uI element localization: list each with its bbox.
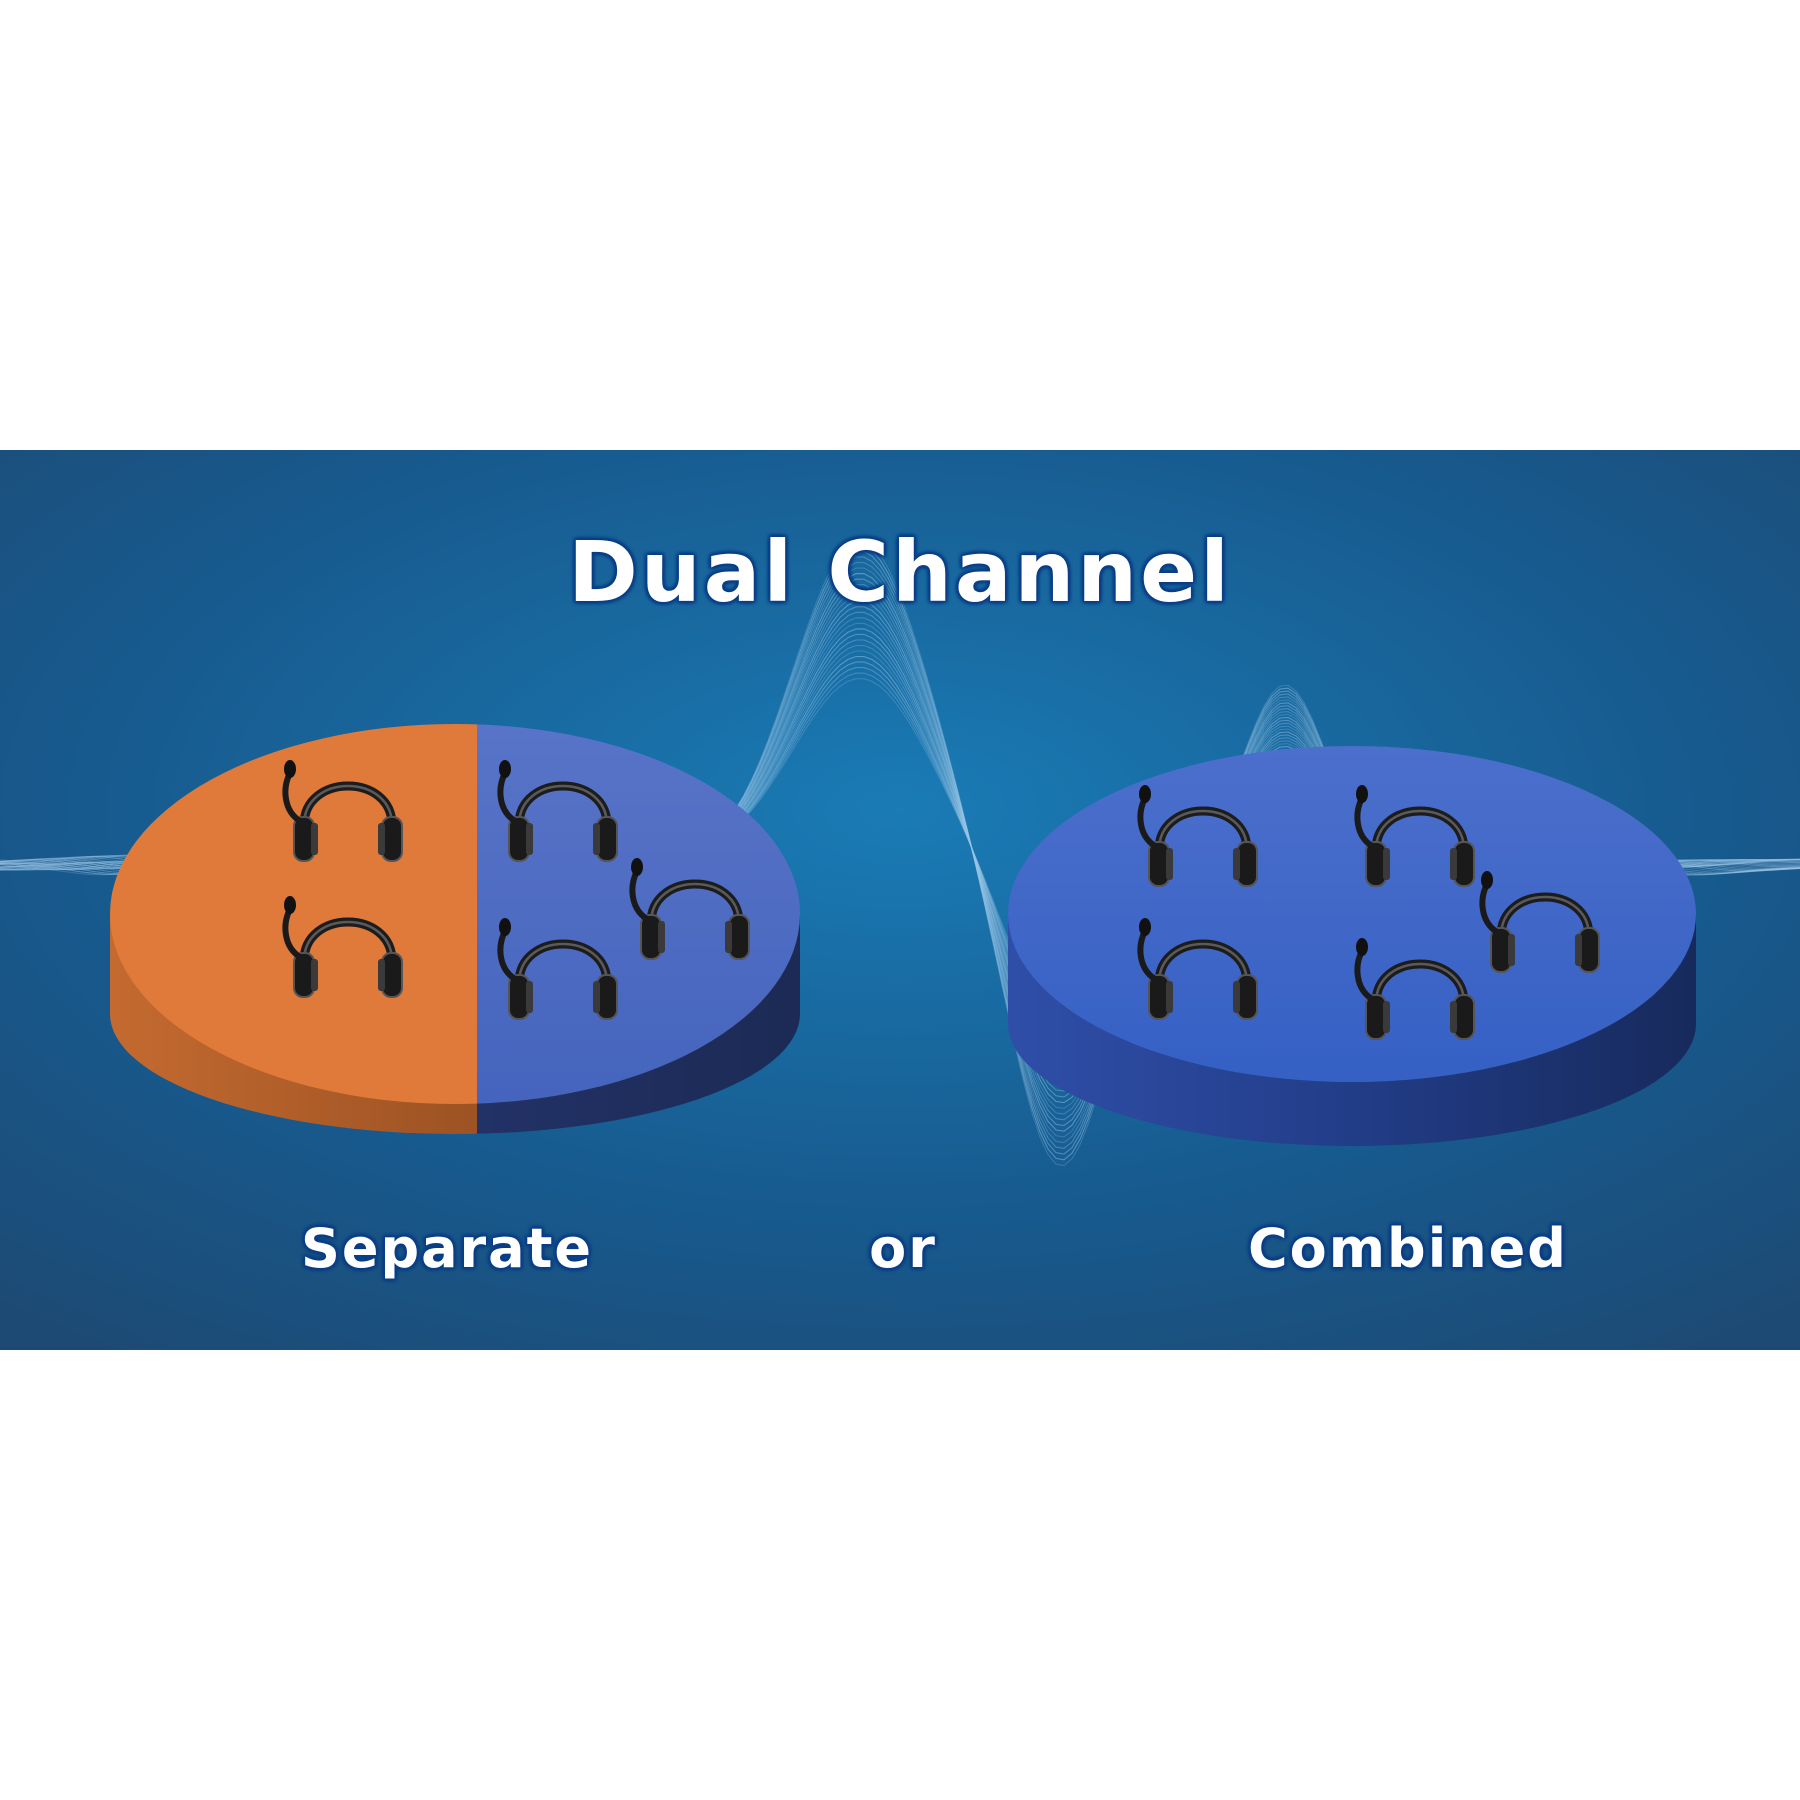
combined-top xyxy=(1008,746,1696,1082)
page-title: Dual Channel xyxy=(568,523,1232,621)
headset-part xyxy=(1166,981,1173,1013)
headset-part xyxy=(526,981,533,1013)
headset-part xyxy=(1575,934,1582,966)
scene xyxy=(0,450,1800,1350)
headset-part xyxy=(1157,942,1249,985)
headset-part xyxy=(526,823,533,855)
headset-part xyxy=(1374,809,1466,852)
headset-part xyxy=(658,921,665,953)
headset-part xyxy=(593,981,600,1013)
headset-part xyxy=(1166,848,1173,880)
headset-part xyxy=(302,920,394,963)
headset-part xyxy=(517,784,609,827)
headset-part xyxy=(1356,938,1368,956)
headset-part xyxy=(1508,934,1515,966)
headset-part xyxy=(1139,785,1151,803)
headset-part xyxy=(302,784,394,827)
headset-part xyxy=(649,882,741,925)
headset-part xyxy=(1383,1001,1390,1033)
headset-icon xyxy=(282,896,403,998)
headset-part xyxy=(378,823,385,855)
separate-channel-disk xyxy=(110,724,800,1134)
headset-part xyxy=(1481,871,1493,889)
or-label: or xyxy=(869,1217,937,1280)
headset-part xyxy=(1450,1001,1457,1033)
headset-part xyxy=(311,959,318,991)
headset-part xyxy=(1139,918,1151,936)
combined-channel-disk xyxy=(1008,746,1696,1146)
headset-icon xyxy=(1137,918,1258,1020)
headset-part xyxy=(1383,848,1390,880)
headset-part xyxy=(1233,848,1240,880)
headset-part xyxy=(1157,809,1249,852)
headset-icon xyxy=(1479,871,1600,973)
headset-part xyxy=(499,918,511,936)
banner: Dual Channel Separate or Combined xyxy=(0,450,1800,1350)
headset-part xyxy=(631,858,643,876)
headset-icon xyxy=(629,858,750,960)
headset-part xyxy=(1356,785,1368,803)
combined-label: Combined xyxy=(1248,1217,1568,1280)
headset-icon xyxy=(1354,938,1475,1040)
headset-part xyxy=(499,760,511,778)
headset-icon xyxy=(497,760,618,862)
headset-part xyxy=(378,959,385,991)
separate-label: Separate xyxy=(300,1217,594,1280)
headset-part xyxy=(1233,981,1240,1013)
headset-icon xyxy=(497,918,618,1020)
headsets xyxy=(282,760,1600,1040)
headset-icon xyxy=(1137,785,1258,887)
headset-icon xyxy=(1354,785,1475,887)
headset-part xyxy=(1450,848,1457,880)
headset-part xyxy=(1374,962,1466,1005)
headset-part xyxy=(725,921,732,953)
headset-part xyxy=(1499,895,1591,938)
headset-part xyxy=(311,823,318,855)
headset-part xyxy=(593,823,600,855)
headset-icon xyxy=(282,760,403,862)
headset-part xyxy=(284,760,296,778)
headset-part xyxy=(517,942,609,985)
headset-part xyxy=(284,896,296,914)
